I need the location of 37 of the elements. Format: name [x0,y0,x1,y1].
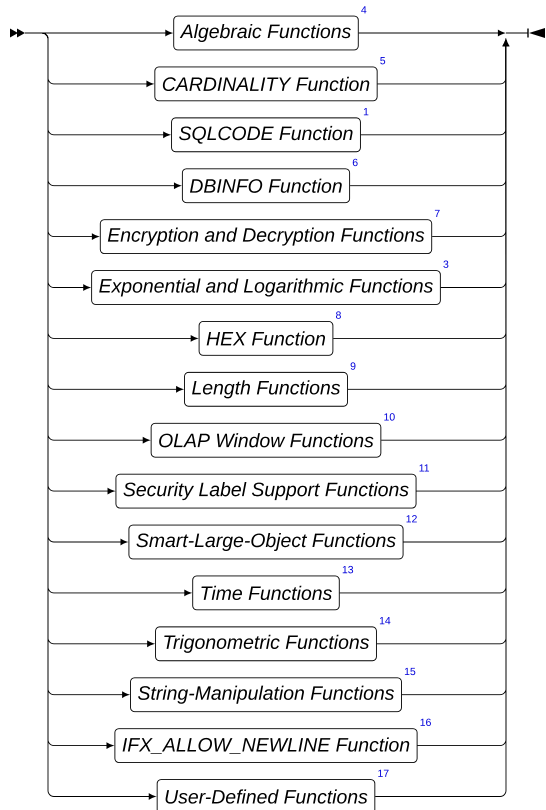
connector-line [358,30,505,36]
start-marker [10,28,25,38]
syntax-box: Algebraic Functions [173,16,359,50]
syntax-box: OLAP Window Functions [150,422,382,458]
syntax-box: Trigonometric Functions [155,626,377,662]
footnote-number: 17 [378,770,389,777]
footnote-number: 1 [364,108,368,116]
connector-line [24,32,156,800]
syntax-box: Security Label Support Functions [115,474,416,508]
syntax-box: CARDINALITY Function [154,66,378,102]
footnote-number: 3 [443,260,448,268]
syntax-box: User-Defined Functions [156,779,376,810]
footnote-number: 4 [361,6,366,14]
syntax-box: DBINFO Function [182,168,350,204]
syntax-box: String-Manipulation Functions [130,677,402,712]
footnote-number: 11 [420,464,430,472]
syntax-box: Encryption and Decryption Functions [100,219,432,254]
footnote-number: 14 [380,617,390,624]
syntax-box: Smart-Large-Object Functions [128,524,404,560]
footnote-number: 12 [406,515,417,522]
footnote-number: 10 [384,413,395,421]
footnote-number: 15 [404,668,416,676]
syntax-box: IFX_ALLOW_NEWLINE Function [114,728,418,763]
end-marker [506,28,545,38]
footnote-number: 7 [434,210,440,218]
footnote-number: 9 [350,362,356,370]
footnote-number: 16 [420,718,431,726]
footnote-number: 5 [380,57,386,64]
footnote-number: 13 [342,566,354,574]
syntax-box: SQLCODE Function [171,117,361,152]
footnote-number: 8 [336,311,341,319]
syntax-box: Length Functions [184,372,348,407]
connector-line [374,39,509,797]
syntax-box: Exponential and Logarithmic Functions [91,270,441,305]
footnote-number: 6 [352,158,358,166]
syntax-box: Time Functions [192,576,340,610]
syntax-box: HEX Function [198,321,334,356]
